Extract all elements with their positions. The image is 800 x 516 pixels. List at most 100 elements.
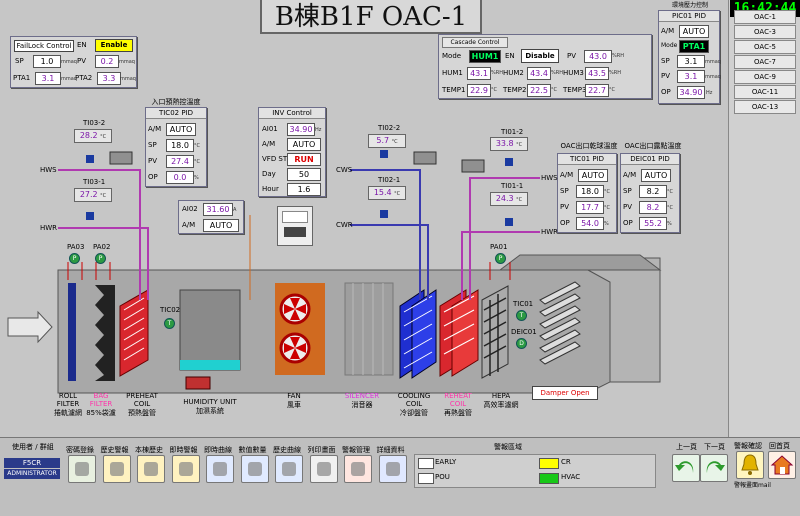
ai02-am-label: A/M (182, 221, 196, 229)
tic01-pv-label: PV (560, 203, 570, 211)
bag-filter (95, 285, 115, 381)
nav-label-6: 歷史曲線 (273, 446, 301, 454)
arrow-left-icon (675, 461, 694, 473)
deic01-pv-value: 8.2 (639, 201, 667, 214)
pencil-bell-icon (109, 462, 124, 476)
sidebar-item-oac-9[interactable]: OAC-9 (734, 70, 796, 84)
hepa-en: HEPA (491, 392, 511, 400)
pic01-am-value[interactable]: AUTO (679, 25, 709, 38)
tic02-header: TIC02 PID (146, 108, 206, 119)
nav-button-2[interactable] (137, 455, 165, 483)
ti01-2-label: TI01-2 (501, 128, 524, 136)
cooling-coil-cn: 冷卻盤管 (400, 409, 428, 417)
bell-ring-icon (178, 462, 193, 476)
tic02-temp-icon[interactable]: T (164, 318, 175, 329)
alarm-confirm-button[interactable] (736, 451, 764, 479)
info-r-icon (247, 462, 262, 476)
nav-button-9[interactable] (378, 455, 407, 483)
deic01-header: DEIC01 PID (621, 154, 679, 165)
nav-button-6[interactable] (275, 455, 303, 483)
nav-button-0[interactable] (68, 455, 96, 483)
hwr-left-label: HWR (40, 224, 58, 232)
silencer-cn: 消音器 (351, 401, 373, 409)
pa02-pressure-icon[interactable]: P (95, 253, 106, 264)
tic02-pv-label: PV (148, 157, 158, 165)
inv-hour-label: Hour (262, 185, 279, 193)
tic02-op-value: 0.0 (166, 171, 194, 184)
next-page-button[interactable] (700, 454, 728, 482)
cascade-hum3-value: 43.5 (585, 67, 609, 80)
tic01-temp-icon[interactable]: T (516, 310, 527, 321)
component-fan: FAN 風車 (278, 392, 310, 410)
nav-button-3[interactable] (171, 455, 200, 483)
sidebar-item-oac-1[interactable]: OAC-1 (734, 10, 796, 24)
nav-button-1[interactable] (102, 455, 131, 483)
user-name[interactable]: F5CR (4, 458, 60, 468)
ti02-1-label: TI02-1 (378, 176, 401, 184)
ti01-1-value-tag: 24.3 °C (490, 192, 528, 206)
nav-button-7[interactable] (309, 455, 338, 483)
alarm-confirm-label: 警報確認 (734, 442, 762, 450)
ai02-value: 31.60 (203, 203, 233, 216)
home-button[interactable] (768, 451, 796, 479)
pic01-mode-value[interactable]: PTA1 (679, 40, 709, 53)
pa03-pressure-icon[interactable]: P (69, 253, 80, 264)
faillock-button[interactable]: FailLock Control (14, 40, 74, 52)
prev-page-button[interactable] (672, 454, 700, 482)
nav-button-5[interactable] (240, 455, 269, 483)
deic01-am-label: A/M (623, 171, 637, 179)
tic02-sp-value[interactable]: 18.0 (166, 139, 194, 152)
faillock-sp-value[interactable]: 1.0 (33, 55, 61, 68)
pic01-sp-label: SP (661, 57, 670, 65)
deic01-am-value[interactable]: AUTO (641, 169, 671, 182)
cascade-enable-button[interactable]: Disable (521, 49, 559, 63)
preheat-coil (119, 289, 149, 377)
inv-am-value[interactable]: AUTO (287, 138, 321, 151)
reheat-coil (439, 289, 479, 377)
hvac-label: HVAC (561, 473, 581, 481)
ai02-label: AI02 (182, 205, 198, 213)
nav-button-4[interactable] (206, 455, 234, 483)
deic01-op-value: 55.2 (639, 217, 667, 230)
sidebar-item-oac-7[interactable]: OAC-7 (734, 55, 796, 69)
sidebar-item-oac-13[interactable]: OAC-13 (734, 100, 796, 114)
nav-button-8[interactable] (344, 455, 372, 483)
sidebar-item-oac-5[interactable]: OAC-5 (734, 40, 796, 54)
ai02-am-value[interactable]: AUTO (203, 219, 239, 232)
nav-label-7: 列印畫面 (307, 446, 336, 454)
user-group[interactable]: ADMINISTRATOR (4, 469, 60, 479)
deic01-op-label: OP (623, 219, 633, 227)
pic01-sp-value[interactable]: 3.1 (677, 55, 705, 68)
deic01-sp-unit: °C (667, 189, 673, 195)
pic01-op-unit: Hz (706, 90, 713, 96)
faillock-pta2-label: PTA2 (75, 74, 93, 82)
deic01-dew-icon[interactable]: D (516, 338, 527, 349)
pa01-pressure-icon[interactable]: P (495, 253, 506, 264)
cascade-pv-value: 43.0 (584, 50, 612, 63)
alarm-mail-label[interactable]: 警報畫面mail (734, 482, 771, 489)
cascade-mode-value[interactable]: HUM1 (469, 50, 501, 63)
tic02-am-value[interactable]: AUTO (166, 123, 196, 136)
home-icon (770, 455, 794, 475)
cascade-temp2-label: TEMP2 (503, 86, 527, 94)
sidebar-item-oac-11[interactable]: OAC-11 (734, 85, 796, 99)
hepa-cn: 高效率濾網 (483, 401, 519, 409)
faillock-enable-button[interactable]: Enable (95, 39, 133, 52)
deic01-sp-value[interactable]: 8.2 (639, 185, 667, 198)
pic01-sp-unit: mmaq (705, 59, 721, 65)
cascade-pv-unit: %RH (612, 53, 624, 59)
cascade-en-label: EN (505, 52, 515, 60)
sidebar-item-oac-3[interactable]: OAC-3 (734, 25, 796, 39)
bag-filter-cn: 85%袋濾 (86, 409, 116, 417)
faillock-pta2-value: 3.3 (97, 72, 121, 85)
damper-open-status[interactable]: Damper Open (532, 386, 598, 400)
ti03-2-label: TI03-2 (83, 119, 106, 127)
faillock-pv-label: PV (77, 57, 87, 65)
tic01-am-value[interactable]: AUTO (578, 169, 608, 182)
tic02-pv-value: 27.4 (166, 155, 194, 168)
outlet-damper (539, 281, 581, 365)
tic01-sp-value[interactable]: 18.0 (576, 185, 604, 198)
deic01-point-label: DEIC01 (511, 328, 537, 336)
faillock-panel: FailLock Control EN Enable SP 1.0 mmaq P… (10, 36, 137, 88)
home-label: 回首頁 (769, 442, 790, 450)
